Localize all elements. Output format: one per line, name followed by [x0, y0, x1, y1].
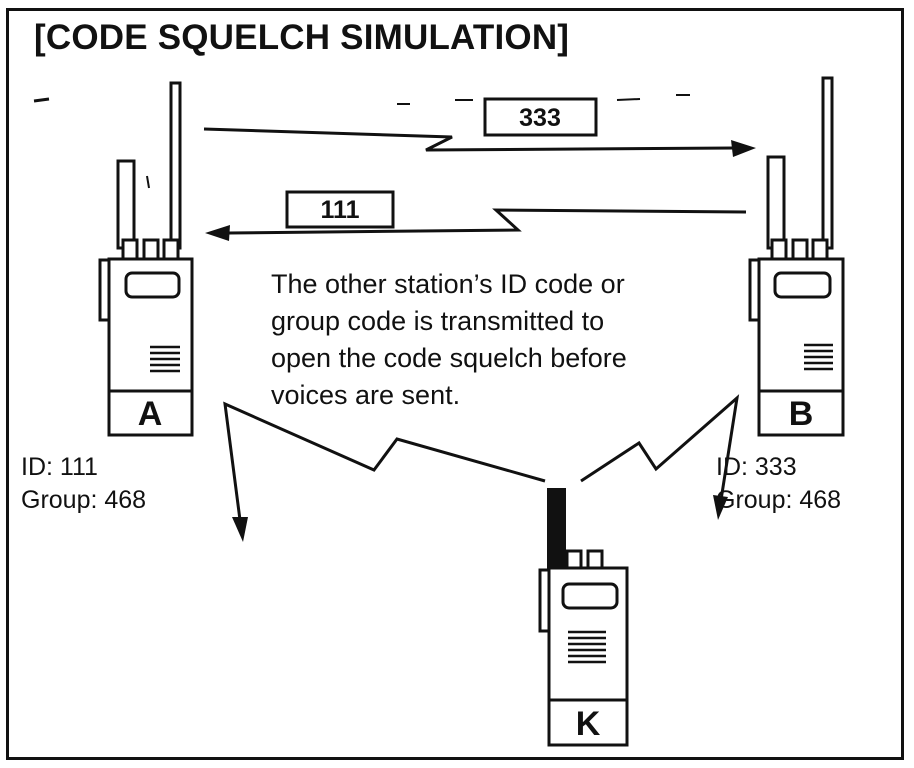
radio-b-knob-right [811, 238, 829, 262]
caption-line: open the code squelch before [271, 343, 627, 373]
radio-b-long-antenna [821, 76, 834, 250]
radio-k-antenna [547, 488, 566, 571]
scan-speck-4 [616, 98, 641, 101]
radio-a-knob-left [121, 238, 139, 262]
code-squelch-caption: The other station’s ID code or group cod… [271, 266, 701, 414]
radio-b-display [773, 271, 832, 299]
k-to-a-zigzag-line [223, 401, 546, 521]
a-to-b-signal: 333 [203, 97, 756, 157]
scan-speck-1 [33, 97, 50, 103]
caption-line: group code is transmitted to [271, 306, 605, 336]
a-to-b-code-label: 333 [519, 104, 561, 132]
b-to-a-code-box [285, 190, 395, 229]
radio-a-scan-mark [146, 175, 150, 189]
radio-a-short-antenna [116, 159, 136, 250]
radio-k-speaker-grille [568, 630, 606, 664]
a-to-b-zigzag-line [203, 127, 735, 152]
station-b-id: ID: 333 [716, 453, 797, 481]
a-to-b-arrowhead [731, 140, 756, 157]
scan-specks [33, 94, 690, 105]
a-to-b-code-box [483, 97, 598, 137]
radio-b-label: B [789, 395, 814, 433]
radio-k: K [538, 488, 629, 747]
b-to-a-arrowhead [205, 225, 230, 241]
k-to-a-arrowhead [232, 517, 248, 542]
radio-b: B [748, 76, 845, 437]
radio-k-label-box [547, 698, 629, 747]
k-to-b-signal [580, 394, 740, 520]
radio-a-display [124, 271, 181, 299]
station-a-info: ID: 111 Group: 468 [21, 451, 146, 517]
radio-b-label-box [757, 389, 845, 437]
radio-k-label: K [576, 705, 601, 743]
radio-a-long-antenna [169, 81, 182, 250]
radio-a-speaker-grille [150, 345, 180, 373]
station-b-info: ID: 333 Group: 468 [716, 451, 841, 517]
radio-a-label-box [107, 389, 194, 437]
radio-a-knob-right [162, 238, 180, 262]
radio-b-speaker-grille [804, 343, 833, 371]
radio-a-knob-middle [142, 238, 160, 262]
b-to-a-signal: 111 [205, 190, 747, 241]
station-a-id: ID: 111 [21, 453, 98, 481]
radio-b-knob-middle [791, 238, 809, 262]
k-to-b-zigzag-line [580, 394, 740, 501]
b-to-a-code-label: 111 [321, 196, 360, 224]
radio-a-label: A [138, 395, 163, 433]
diagram-title: [CODE SQUELCH SIMULATION] [34, 18, 570, 57]
radio-b-knob-left [770, 238, 788, 262]
station-b-group: Group: 468 [716, 486, 842, 514]
caption-line: voices are sent. [271, 380, 461, 410]
b-to-a-zigzag-line [228, 208, 747, 235]
k-to-b-arrowhead [713, 495, 728, 520]
radio-k-display [561, 582, 619, 610]
radio-a: A [98, 81, 194, 437]
station-a-group: Group: 468 [21, 486, 147, 514]
k-to-a-signal [223, 401, 546, 542]
caption-line: The other station’s ID code or [271, 269, 625, 299]
radio-b-short-antenna [766, 155, 786, 250]
